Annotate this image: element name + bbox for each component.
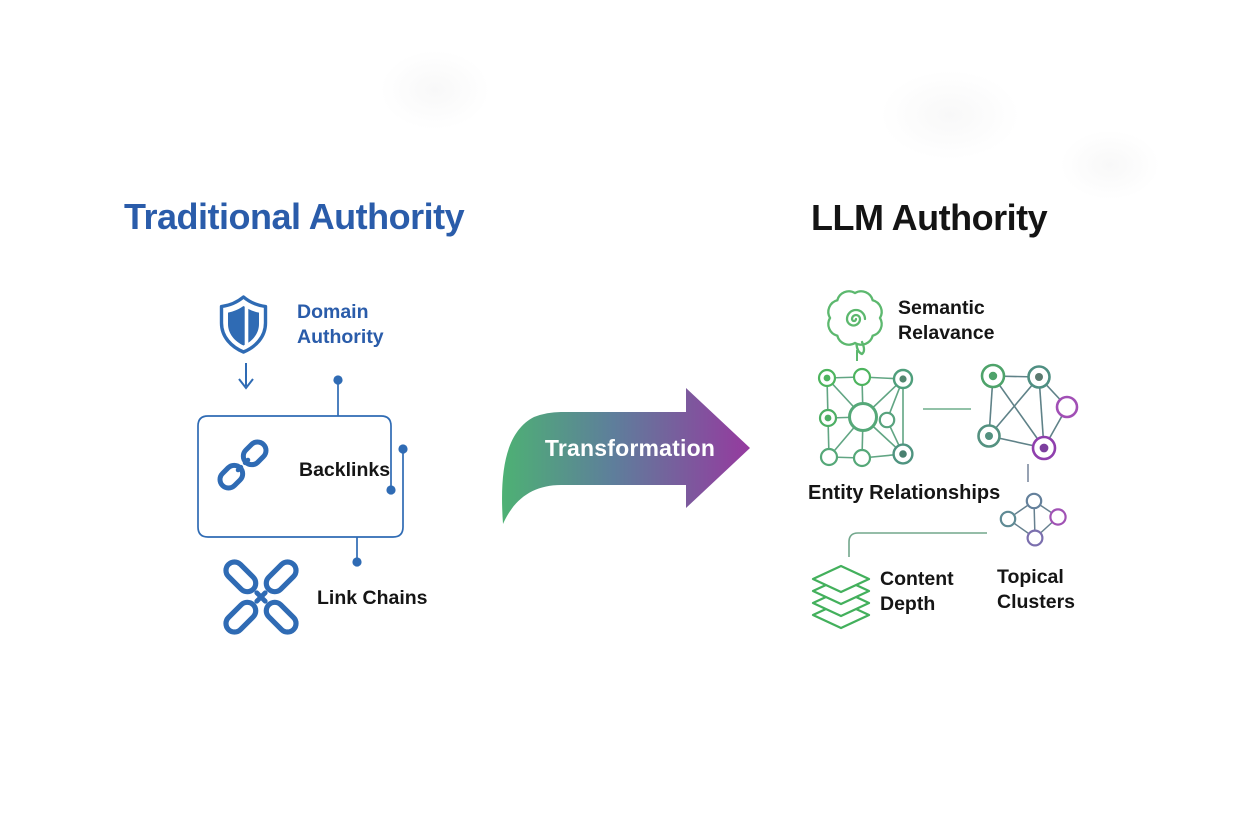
entity-relationships-label: Entity Relationships [808,482,1001,504]
background-artifact [1060,130,1160,200]
chain-link-icon [217,439,269,491]
content-depth-label: Content Depth [880,568,954,615]
shield-icon [219,295,268,354]
brain-icon [827,290,883,356]
circuit-dot [386,485,396,495]
background-artifact [380,50,490,130]
backlinks-label: Backlinks [299,459,391,481]
network-graph-purple-icon [977,363,1079,461]
background-artifact [880,70,1020,160]
cluster-graph-icon [999,492,1067,547]
transformation-label: Transformation [544,435,716,461]
semantic-relavance-label: Semantic Relavance [898,297,995,344]
backlinks-box [197,375,408,567]
circuit-dot [333,375,343,385]
traditional-authority-title: Traditional Authority [124,196,465,237]
domain-authority-label: Domain Authority [297,301,384,348]
network-graph-green-icon [817,367,914,468]
topical-clusters-label: Topical Clusters [997,566,1076,613]
link-chains-label: Link Chains [317,587,428,609]
circuit-dot [398,444,408,454]
circuit-dot [352,557,362,567]
down-arrow-icon [238,363,254,390]
layers-icon [811,564,871,630]
llm-authority-title: LLM Authority [811,197,1048,238]
transformation-arrow [502,388,750,524]
cross-chain-icon [223,559,299,635]
content-connector-line [848,532,987,557]
